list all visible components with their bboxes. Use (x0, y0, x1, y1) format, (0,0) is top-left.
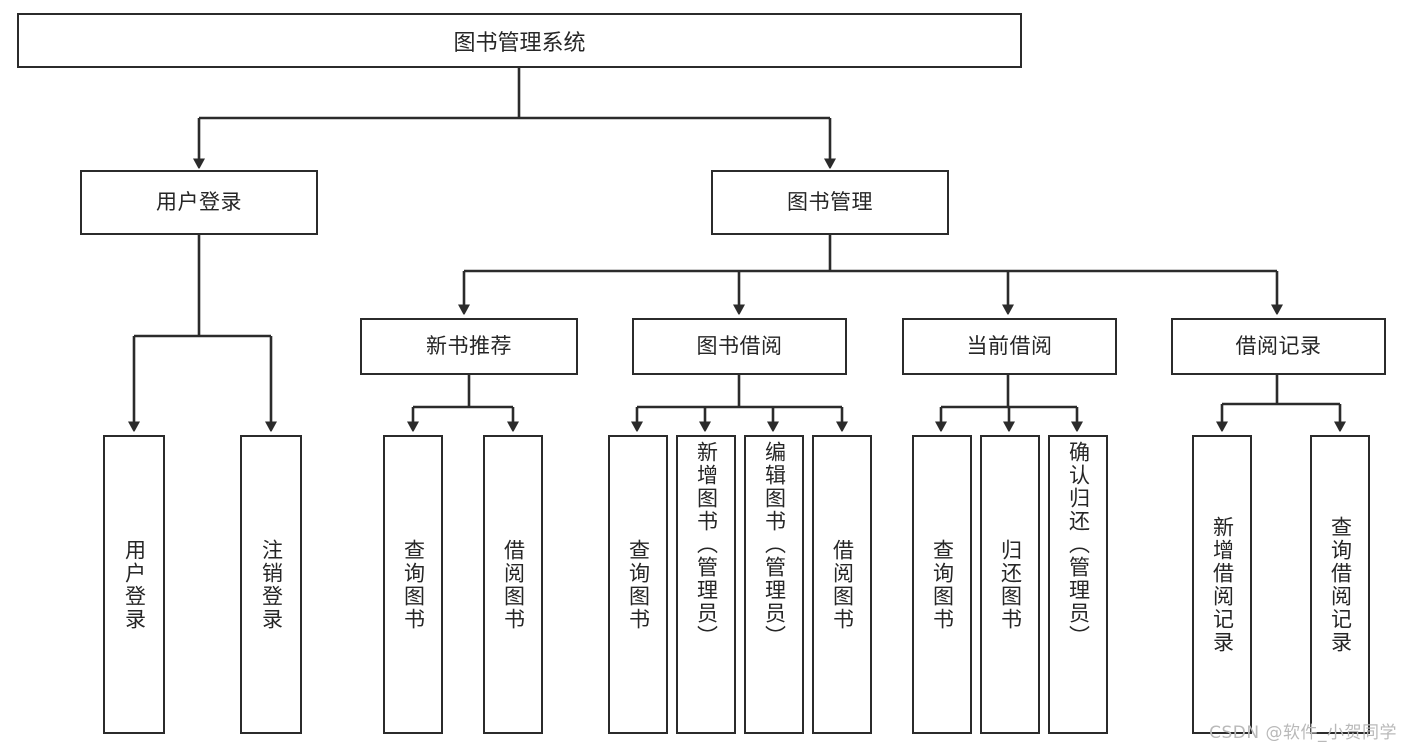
node-leaf-edit-book-admin[interactable]: 编辑图书（管理员） (744, 435, 804, 734)
node-label: 编辑图书（管理员） (762, 441, 787, 648)
node-leaf-confirm-return-admin[interactable]: 确认归还（管理员） (1048, 435, 1108, 734)
node-leaf-borrow-book-recommend[interactable]: 借阅图书 (483, 435, 543, 734)
node-leaf-query-book-borrow[interactable]: 查询图书 (608, 435, 668, 734)
node-label: 借阅记录 (1235, 333, 1322, 358)
node-label: 图书管理系统 (453, 30, 586, 56)
node-leaf-query-book-current[interactable]: 查询图书 (912, 435, 972, 734)
node-leaf-query-book-recommend[interactable]: 查询图书 (383, 435, 443, 734)
node-label: 借阅图书 (830, 538, 855, 631)
node-borrow-record[interactable]: 借阅记录 (1171, 318, 1386, 375)
node-label: 用户登录 (122, 538, 147, 631)
node-leaf-borrow-book[interactable]: 借阅图书 (812, 435, 872, 734)
node-label: 新增借阅记录 (1210, 515, 1235, 654)
node-label: 当前借阅 (966, 333, 1053, 358)
node-label: 新增图书（管理员） (694, 441, 719, 648)
node-label: 用户登录 (156, 189, 242, 214)
node-label: 归还图书 (998, 538, 1023, 631)
node-user-login[interactable]: 用户登录 (80, 170, 318, 235)
node-leaf-add-borrow-record[interactable]: 新增借阅记录 (1192, 435, 1252, 734)
node-leaf-add-book-admin[interactable]: 新增图书（管理员） (676, 435, 736, 734)
node-label: 查询图书 (930, 538, 955, 631)
node-label: 图书管理 (787, 189, 873, 214)
node-book-management[interactable]: 图书管理 (711, 170, 949, 235)
node-book-borrow[interactable]: 图书借阅 (632, 318, 847, 375)
node-label: 注销登录 (259, 538, 284, 631)
node-label: 查询图书 (626, 538, 651, 631)
node-root-book-management-system[interactable]: 图书管理系统 (17, 13, 1022, 68)
node-leaf-user-login[interactable]: 用户登录 (103, 435, 165, 734)
node-new-book-recommend[interactable]: 新书推荐 (360, 318, 578, 375)
node-label: 确认归还（管理员） (1066, 441, 1091, 648)
node-label: 查询图书 (401, 538, 426, 631)
node-leaf-query-borrow-record[interactable]: 查询借阅记录 (1310, 435, 1370, 734)
node-label: 图书借阅 (696, 333, 783, 358)
node-leaf-return-book[interactable]: 归还图书 (980, 435, 1040, 734)
node-leaf-logout[interactable]: 注销登录 (240, 435, 302, 734)
node-label: 查询借阅记录 (1328, 515, 1353, 654)
node-label: 新书推荐 (426, 333, 512, 358)
node-label: 借阅图书 (501, 538, 526, 631)
csdn-watermark: CSDN @软件_小贺同学 (1209, 723, 1397, 743)
node-current-borrow[interactable]: 当前借阅 (902, 318, 1117, 375)
